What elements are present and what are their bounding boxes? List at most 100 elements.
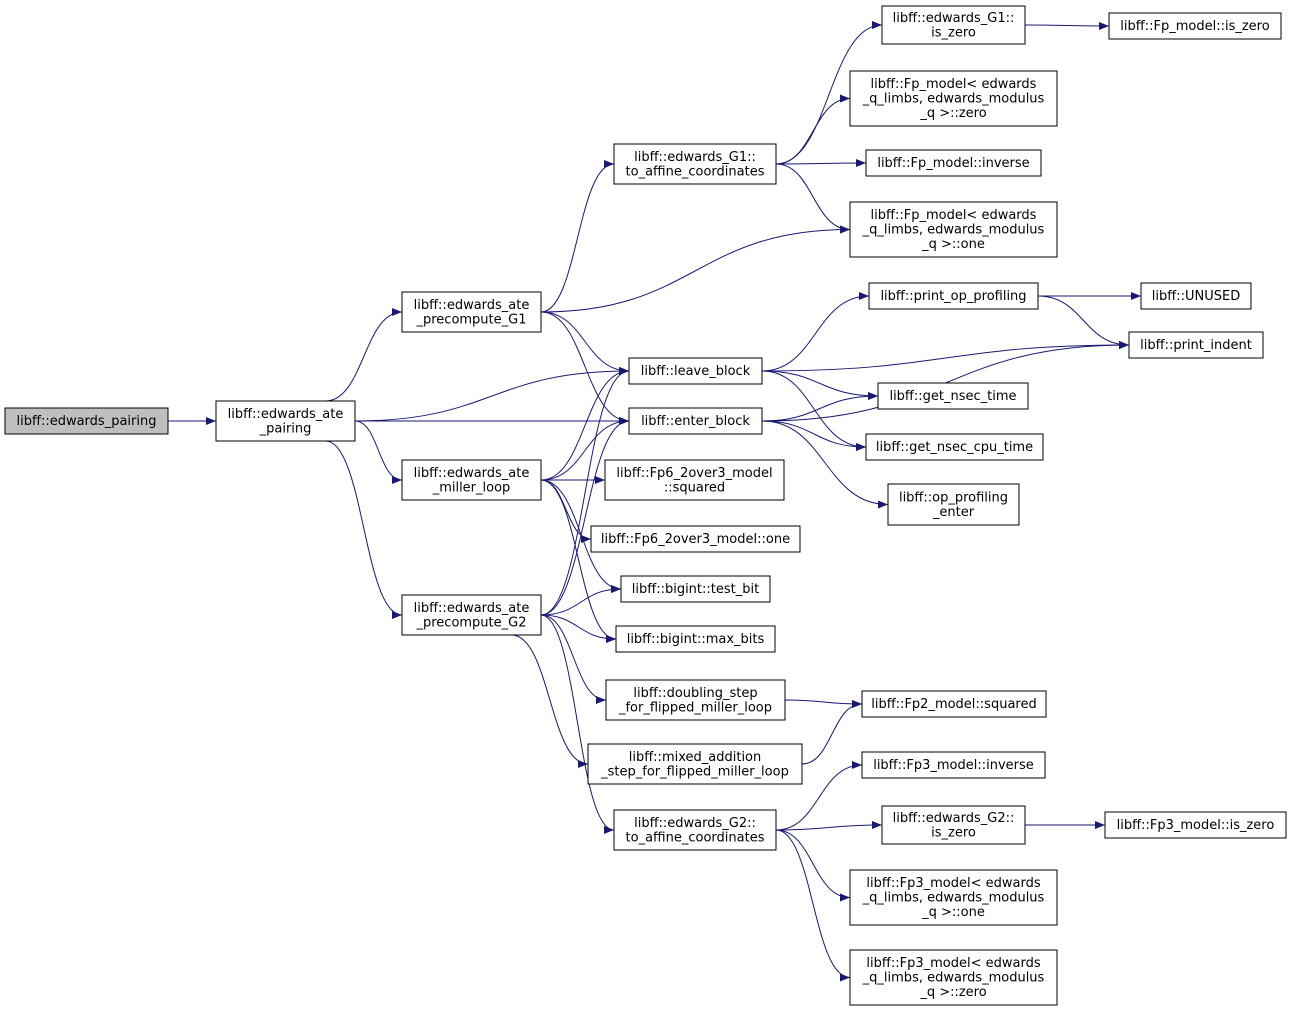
node-leave_block[interactable]: libff::leave_block [628,357,763,385]
node-G1_to_affine[interactable]: libff::edwards_G1::to_affine_coordinates [613,143,777,185]
node-UNUSED[interactable]: libff::UNUSED [1140,282,1252,310]
edge-ate_miller_loop-to-leave_block [540,367,630,481]
node-G2_to_affine[interactable]: libff::edwards_G2::to_affine_coordinates [613,809,777,851]
node-box [628,357,763,385]
node-Fp3_model_zero[interactable]: libff::Fp3_model< edwards_q_limbs, edwar… [849,949,1058,1006]
node-label-line: _enter [932,505,975,520]
node-label-line: libff::get_nsec_time [889,389,1016,404]
node-edwards_pairing[interactable]: libff::edwards_pairing [4,407,169,435]
node-box [620,575,771,603]
edge-ate_miller_loop-to-enter_block [540,417,630,481]
edge-edwards_ate_pairing-to-ate_miller_loop [354,420,403,484]
edge-ate_precompute_G1-to-enter_block [540,311,630,425]
node-box [881,5,1026,45]
node-doubling_step[interactable]: libff::doubling_step_for_flipped_miller_… [605,679,786,721]
node-label-line: libff::edwards_pairing [17,414,157,429]
edge-enter_block-to-get_nsec_time [761,392,879,422]
edge-ate_miller_loop-to-Fp6_one [540,479,592,543]
node-Fp6_one[interactable]: libff::Fp6_2over3_model::one [590,525,801,553]
node-label-line: libff::UNUSED [1152,289,1240,304]
edge-G2_to_affine-to-Fp3_model_one [775,829,851,902]
node-label-line: to_affine_coordinates [626,830,765,845]
node-label-line: libff::edwards_ate [414,466,530,481]
node-label-line: _step_for_flipped_miller_loop [600,764,789,779]
node-Fp3_model_one[interactable]: libff::Fp3_model< edwards_q_limbs, edwar… [849,869,1058,926]
node-label-line: libff::get_nsec_cpu_time [876,440,1033,455]
node-label-line: libff::print_op_profiling [880,289,1026,304]
node-label-line: _q_limbs, edwards_modulus [862,223,1045,238]
node-label-line: libff::Fp3_model::inverse [873,758,1034,773]
edge-G2_to_affine-to-G2_is_zero [775,821,883,831]
edge-G2_to_affine-to-Fp3_model_zero [775,829,851,982]
node-bigint_test_bit[interactable]: libff::bigint::test_bit [620,575,771,603]
node-label-line: libff::print_indent [1140,338,1252,353]
edge-ate_precompute_G1-to-G1_to_affine [540,160,615,313]
node-label-line: libff::edwards_G1:: [634,150,756,165]
node-Fp_model_is_zero[interactable]: libff::Fp_model::is_zero [1108,12,1282,40]
node-label-line: libff::bigint::max_bits [627,632,765,647]
node-G2_is_zero[interactable]: libff::edwards_G2::is_zero [881,805,1026,845]
node-Fp2_squared[interactable]: libff::Fp2_model::squared [861,690,1047,718]
edge-mixed_addition-to-Fp2_squared [801,700,863,765]
node-label-line: _miller_loop [432,480,511,495]
edge-leave_block-to-get_nsec_cpu_time [761,370,867,451]
node-label-line: libff::Fp6_2over3_model [616,466,772,481]
node-box [401,291,542,333]
node-label-line: libff::enter_block [641,414,750,429]
edge-ate_precompute_G1-to-Fp_model_one [540,225,851,313]
edge-ate_precompute_G2-to-bigint_test_bit [540,585,622,616]
edge-leave_block-to-get_nsec_time [761,370,879,400]
node-box [865,149,1042,177]
node-edwards_ate_pairing[interactable]: libff::edwards_ate_pairing [215,400,356,442]
node-Fp_model_one[interactable]: libff::Fp_model< edwards_q_limbs, edward… [849,201,1058,258]
node-label-line: libff::Fp3_model< edwards [866,876,1040,891]
node-Fp_model_inverse[interactable]: libff::Fp_model::inverse [865,149,1042,177]
node-label-line: libff::Fp2_model::squared [871,697,1036,712]
edge-ate_precompute_G2-to-mixed_addition [511,634,589,768]
node-label-line: libff::Fp6_2over3_model::one [601,532,790,547]
edge-ate_miller_loop-to-bigint_max_bits [540,479,617,643]
node-label-line: _q >::zero [919,106,986,121]
node-label-line: _q_limbs, edwards_modulus [862,971,1045,986]
node-print_indent[interactable]: libff::print_indent [1128,331,1264,359]
node-label-line: _q_limbs, edwards_modulus [862,92,1045,107]
edge-enter_block-to-get_nsec_cpu_time [761,420,867,451]
node-box [849,201,1058,258]
edge-ate_precompute_G2-to-bigint_max_bits [540,614,617,643]
node-G1_is_zero[interactable]: libff::edwards_G1::is_zero [881,5,1026,45]
node-op_profiling_enter[interactable]: libff::op_profiling_enter [887,483,1020,526]
node-label-line: is_zero [931,825,976,840]
node-box [604,459,785,501]
node-bigint_max_bits[interactable]: libff::bigint::max_bits [615,625,776,653]
node-box [849,949,1058,1006]
node-box [1108,12,1282,40]
node-label-line: libff::Fp_model::is_zero [1120,19,1269,34]
node-box [1140,282,1252,310]
node-label-line: libff::Fp_model< edwards [871,77,1037,92]
node-get_nsec_time[interactable]: libff::get_nsec_time [877,382,1029,410]
edge-ate_precompute_G2-to-enter_block [540,417,630,616]
node-label-line: libff::edwards_G1:: [893,11,1015,26]
node-box [849,869,1058,926]
edge-G1_to_affine-to-Fp_model_inverse [775,159,867,168]
node-ate_miller_loop[interactable]: libff::edwards_ate_miller_loop [401,459,542,501]
node-label-line: libff::edwards_ate [414,298,530,313]
node-mixed_addition[interactable]: libff::mixed_addition_step_for_flipped_m… [587,743,803,785]
edge-G1_is_zero-to-Fp_model_is_zero [1024,21,1110,30]
node-label-line: _pairing [259,421,312,436]
node-get_nsec_cpu_time[interactable]: libff::get_nsec_cpu_time [865,433,1044,461]
node-label-line: libff::edwards_G2:: [634,816,756,831]
node-label-line: libff::edwards_G2:: [893,811,1015,826]
node-ate_precompute_G1[interactable]: libff::edwards_ate_precompute_G1 [401,291,542,333]
node-print_op_profiling[interactable]: libff::print_op_profiling [868,282,1039,310]
node-Fp3_model_is_zero[interactable]: libff::Fp3_model::is_zero [1104,811,1287,839]
node-box [613,809,777,851]
node-Fp_model_zero[interactable]: libff::Fp_model< edwards_q_limbs, edward… [849,70,1058,127]
edge-print_op_profiling-to-print_indent [1037,295,1130,349]
node-Fp6_squared[interactable]: libff::Fp6_2over3_model::squared [604,459,785,501]
node-Fp3_inverse[interactable]: libff::Fp3_model::inverse [861,751,1046,779]
node-label-line: _q >::zero [919,985,986,1000]
node-ate_precompute_G2[interactable]: libff::edwards_ate_precompute_G2 [401,594,542,636]
node-box [849,70,1058,127]
node-enter_block[interactable]: libff::enter_block [628,407,763,435]
